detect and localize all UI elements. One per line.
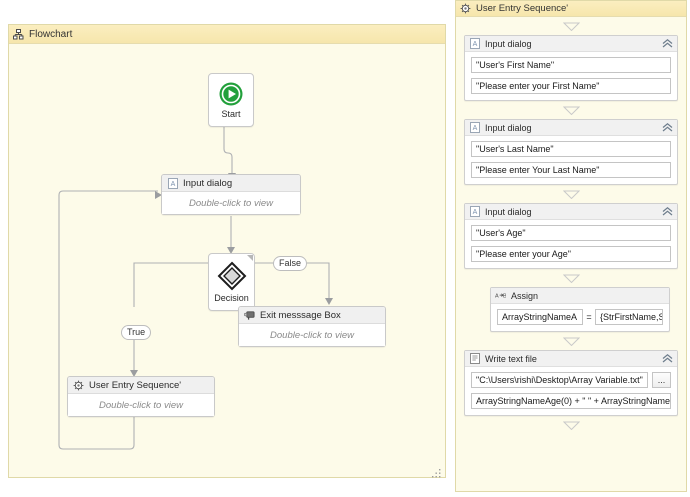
input-dialog-label-field[interactable]: "Please enter your Age" xyxy=(471,246,671,262)
flowchart-title: Flowchart xyxy=(29,28,73,40)
write-text-file-path-field[interactable]: "C:\Users\rishi\Desktop\Array Variable.t… xyxy=(471,372,648,388)
input-dialog-icon: A xyxy=(469,38,480,49)
write-text-file-content-field[interactable]: ArrayStringNameAge(0) + " " + ArrayStrin… xyxy=(471,393,671,409)
svg-text:B: B xyxy=(503,294,506,300)
flow-node-exit-message-box-hint: Double-click to view xyxy=(239,324,385,346)
double-chevron-up-icon[interactable] xyxy=(662,122,673,133)
activity-body: "User's Last Name" "Please enter Your La… xyxy=(465,136,677,184)
input-dialog-title-field[interactable]: "User's Age" xyxy=(471,225,671,241)
assign-operator: = xyxy=(586,312,592,322)
edge-label-false[interactable]: False xyxy=(273,256,308,271)
flow-node-input-dialog-header: A Input dialog xyxy=(162,175,300,192)
input-dialog-label-field[interactable]: "Please enter Your Last Name" xyxy=(471,162,671,178)
sequence-body: A Input dialog "User's First Name" "Plea… xyxy=(456,17,686,434)
flowchart-header: Flowchart xyxy=(9,25,445,44)
assign-to-field[interactable]: ArrayStringNameA xyxy=(497,309,583,325)
flowchart-icon xyxy=(13,28,24,40)
activity-write-text-file[interactable]: Write text file "C:\Users\rishi\Desktop\… xyxy=(464,350,678,416)
flow-node-user-entry-sequence-header: User Entry Sequence' xyxy=(68,377,214,394)
activity-input-dialog-1[interactable]: A Input dialog "User's First Name" "Plea… xyxy=(464,35,678,101)
activity-body: ArrayStringNameA = {StrFirstName,StrLa xyxy=(491,304,669,331)
flow-node-exit-message-box-title: Exit messsage Box xyxy=(260,309,341,321)
resize-grip[interactable] xyxy=(432,465,441,478)
flow-node-user-entry-sequence-hint: Double-click to view xyxy=(68,394,214,416)
flow-node-exit-message-box[interactable]: Exit messsage Box Double-click to view xyxy=(238,306,386,347)
write-text-file-path-row: "C:\Users\rishi\Desktop\Array Variable.t… xyxy=(471,372,671,388)
flowchart-connectors xyxy=(58,127,333,450)
sequence-title: User Entry Sequence' xyxy=(476,2,569,14)
edge-label-true[interactable]: True xyxy=(121,325,152,340)
flow-node-exit-message-box-header: Exit messsage Box xyxy=(239,307,385,324)
activity-assign[interactable]: A B Assign ArrayStringNameA = {StrFirstN… xyxy=(490,287,670,332)
assign-icon: A B xyxy=(495,290,506,301)
flow-node-user-entry-sequence[interactable]: User Entry Sequence' Double-click to vie… xyxy=(67,376,215,417)
assign-value-field[interactable]: {StrFirstName,StrLa xyxy=(595,309,663,325)
sequence-connector xyxy=(464,269,678,287)
activity-title: Input dialog xyxy=(485,206,532,217)
activity-title: Write text file xyxy=(485,353,537,364)
activity-body: "User's Age" "Please enter your Age" xyxy=(465,220,677,268)
flow-node-input-dialog-hint: Double-click to view xyxy=(162,192,300,214)
flow-node-decision[interactable]: Decision xyxy=(208,253,255,311)
svg-text:A: A xyxy=(495,294,499,300)
flowchart-canvas[interactable]: Start A Input dialog Double-click to vie… xyxy=(9,44,445,478)
flow-node-input-dialog[interactable]: A Input dialog Double-click to view xyxy=(161,174,301,215)
message-box-icon xyxy=(244,310,255,321)
activity-body: "User's First Name" "Please enter your F… xyxy=(465,52,677,100)
input-dialog-label-field[interactable]: "Please enter your First Name" xyxy=(471,78,671,94)
activity-header[interactable]: A B Assign xyxy=(491,288,669,304)
browse-button[interactable]: ... xyxy=(652,372,671,388)
decision-corner-marker xyxy=(247,255,253,261)
activity-input-dialog-2[interactable]: A Input dialog "User's Last Name" "Pleas… xyxy=(464,119,678,185)
play-start-icon xyxy=(218,81,244,107)
input-dialog-icon: A xyxy=(469,206,480,217)
svg-text:A: A xyxy=(472,209,477,216)
sequence-connector xyxy=(464,416,678,434)
activity-header[interactable]: A Input dialog xyxy=(465,204,677,220)
flow-node-start[interactable]: Start xyxy=(208,73,254,127)
sequence-connector xyxy=(464,185,678,203)
decision-diamond-icon xyxy=(217,261,247,291)
svg-text:A: A xyxy=(170,181,175,188)
flowchart-panel[interactable]: Flowchart xyxy=(8,24,446,478)
activity-body: "C:\Users\rishi\Desktop\Array Variable.t… xyxy=(465,367,677,415)
activity-header[interactable]: Write text file xyxy=(465,351,677,367)
write-text-file-icon xyxy=(469,353,480,364)
input-dialog-icon: A xyxy=(167,177,178,189)
sequence-icon xyxy=(73,380,84,391)
activity-input-dialog-3[interactable]: A Input dialog "User's Age" "Please ente… xyxy=(464,203,678,269)
input-dialog-title-field[interactable]: "User's First Name" xyxy=(471,57,671,73)
sequence-icon xyxy=(460,3,471,14)
flow-node-input-dialog-title: Input dialog xyxy=(183,177,233,189)
sequence-panel[interactable]: User Entry Sequence' A Input dialog xyxy=(455,0,687,492)
sequence-header: User Entry Sequence' xyxy=(456,1,686,17)
flow-node-decision-label: Decision xyxy=(214,293,249,303)
double-chevron-up-icon[interactable] xyxy=(662,353,673,364)
activity-title: Assign xyxy=(511,290,539,301)
input-dialog-title-field[interactable]: "User's Last Name" xyxy=(471,141,671,157)
activity-header[interactable]: A Input dialog xyxy=(465,120,677,136)
sequence-connector xyxy=(464,332,678,350)
activity-header[interactable]: A Input dialog xyxy=(465,36,677,52)
activity-title: Input dialog xyxy=(485,122,532,133)
flow-node-user-entry-sequence-title: User Entry Sequence' xyxy=(89,379,182,391)
sequence-connector xyxy=(464,17,678,35)
input-dialog-icon: A xyxy=(469,122,480,133)
sequence-connector xyxy=(464,101,678,119)
svg-text:A: A xyxy=(472,125,477,132)
activity-title: Input dialog xyxy=(485,38,532,49)
assign-row: ArrayStringNameA = {StrFirstName,StrLa xyxy=(497,309,663,325)
flow-node-start-label: Start xyxy=(221,109,241,119)
double-chevron-up-icon[interactable] xyxy=(662,38,673,49)
svg-text:A: A xyxy=(472,41,477,48)
double-chevron-up-icon[interactable] xyxy=(662,206,673,217)
